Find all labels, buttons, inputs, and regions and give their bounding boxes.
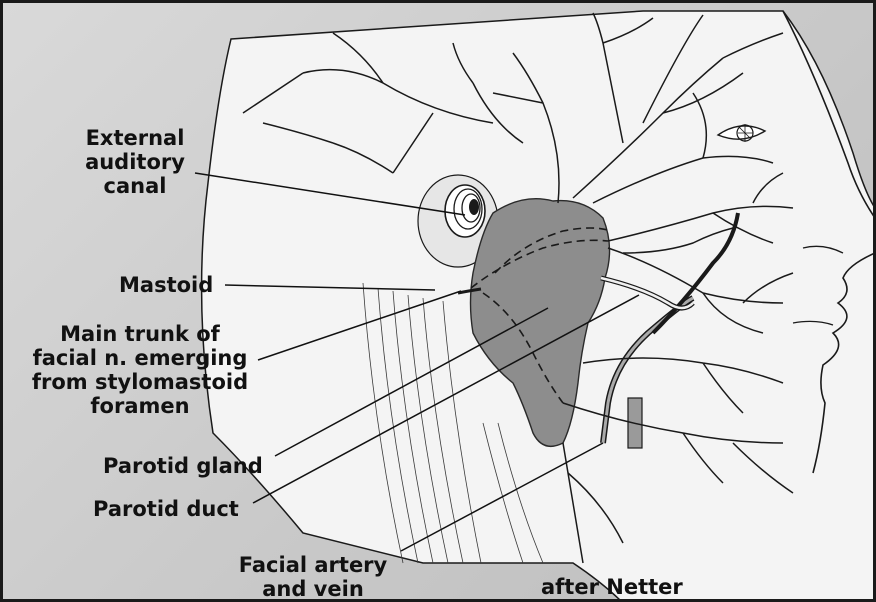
label-credit: after Netter [541,575,683,599]
label-external-auditory-canal: External auditory canal [65,126,205,198]
label-main-trunk-facial-nerve: Main trunk of facial n. emerging from st… [15,322,265,418]
label-facial-artery-vein: Facial artery and vein [223,553,403,601]
label-parotid-duct: Parotid duct [93,497,239,521]
label-parotid-gland: Parotid gland [103,454,263,478]
label-mastoid: Mastoid [119,273,213,297]
